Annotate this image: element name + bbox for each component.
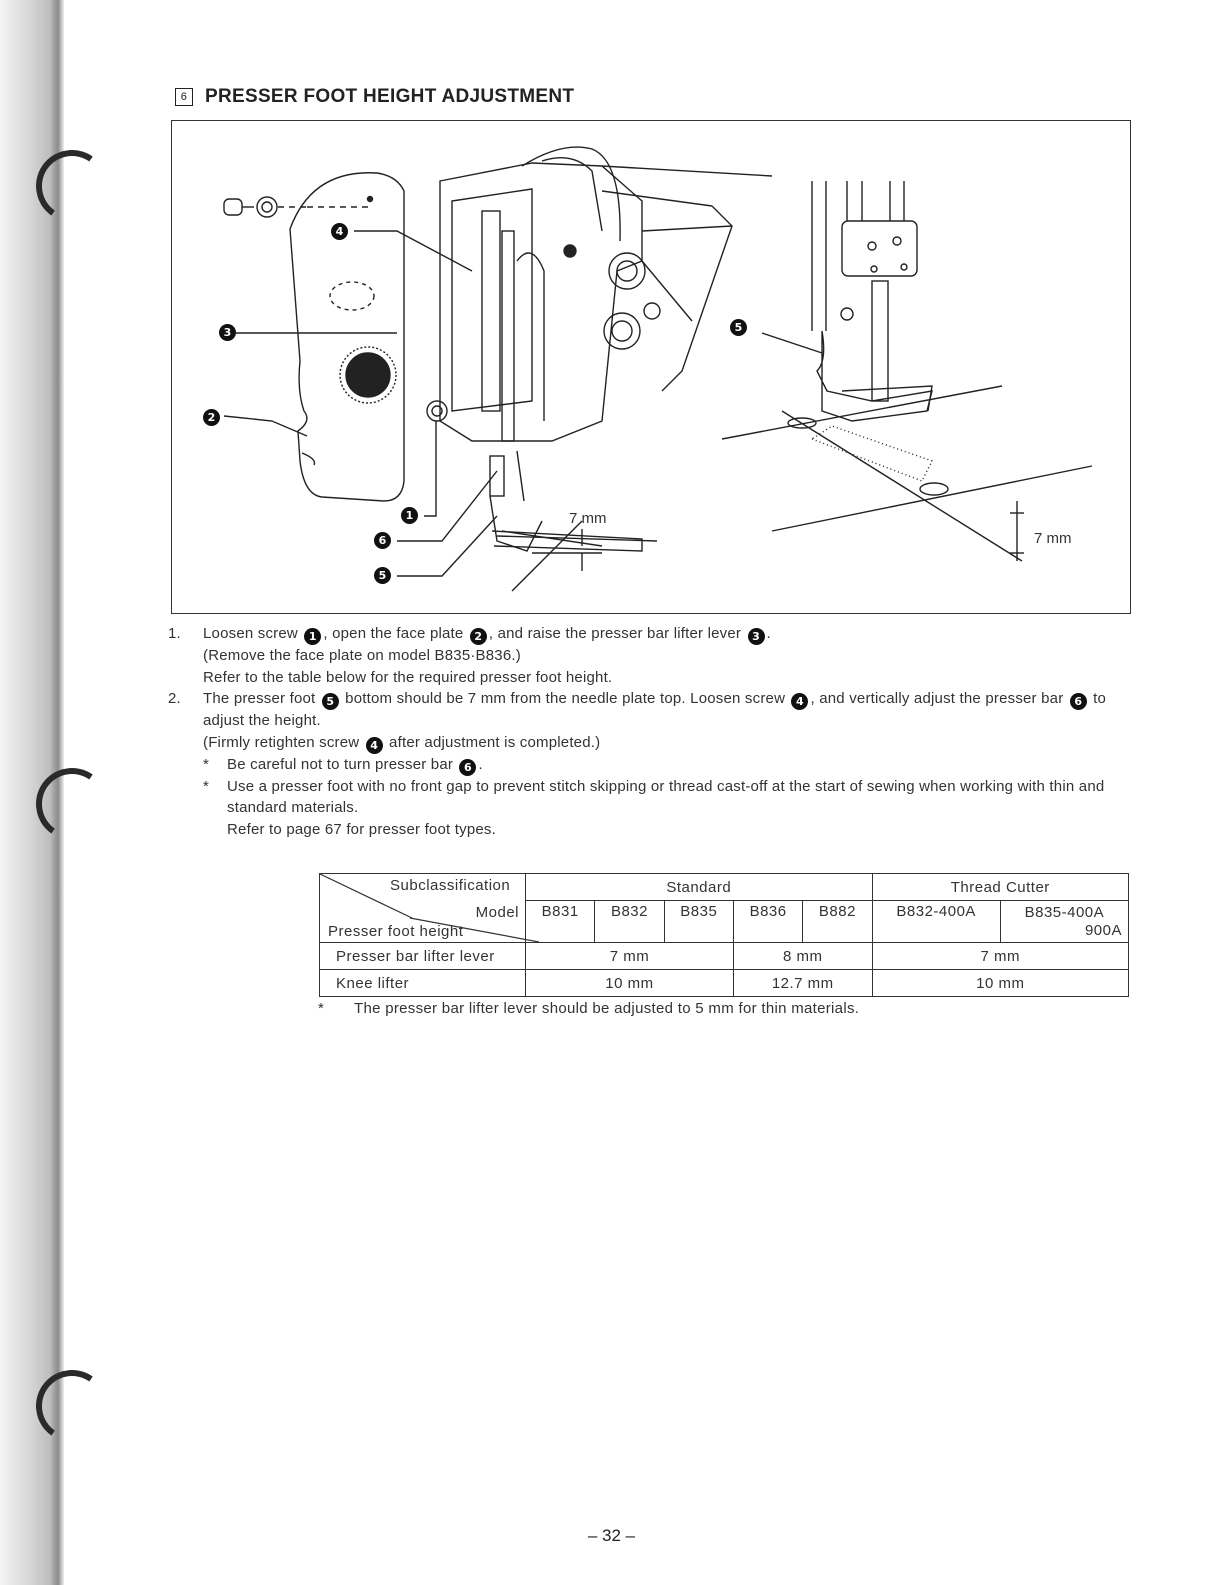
note-text: Be careful not to turn presser bar 6.: [227, 754, 483, 776]
callout-6: 6: [374, 532, 391, 549]
sewing-machine-illustration: [223, 146, 1093, 592]
section-title: PRESSER FOOT HEIGHT ADJUSTMENT: [205, 86, 575, 107]
subclassification-label: Subclassification: [390, 877, 511, 894]
step-line: Loosen screw 1, open the face plate 2, a…: [203, 623, 1133, 645]
height-label: Presser foot height: [328, 923, 464, 940]
model-cell: B831: [524, 900, 596, 943]
text: , open the face plate: [323, 625, 468, 642]
row-label: Knee lifter: [319, 969, 526, 997]
note: * Use a presser foot with no front gap t…: [203, 776, 1133, 819]
callout-1: 1: [401, 507, 418, 524]
text: , and raise the presser bar lifter lever: [488, 625, 746, 642]
step-line: Refer to the table below for the require…: [203, 668, 613, 686]
presser-foot-closeup: [721, 181, 1093, 562]
section-heading: 6 PRESSER FOOT HEIGHT ADJUSTMENT: [175, 86, 574, 108]
note-star: *: [318, 1000, 325, 1017]
binding-strip: [0, 0, 114, 1585]
value-cell: 7 mm: [871, 942, 1130, 970]
value-cell: 12.7 mm: [732, 969, 873, 997]
value-cell: 10 mm: [871, 969, 1130, 997]
group-standard: Standard: [525, 872, 873, 902]
face-plate-illustration: [289, 172, 405, 502]
step-2: 2. The presser foot 5 bottom should be 7…: [168, 688, 1133, 840]
model-subtext: 900A: [1084, 921, 1122, 939]
callout-6: 6: [459, 758, 477, 776]
text: , and vertically adjust the presser bar: [810, 690, 1068, 707]
model-cell: B832: [594, 900, 665, 943]
step-line: (Remove the face plate on model B835·B83…: [203, 647, 521, 664]
note-extra: Refer to page 67 for presser foot types.: [227, 820, 496, 838]
machine-head-illustration: [426, 146, 773, 592]
text: .: [766, 625, 771, 642]
text: after adjustment is completed.): [384, 733, 601, 751]
callout-2: 2: [469, 628, 487, 645]
model-cell: B882: [802, 900, 873, 943]
text: Be careful not to turn presser bar: [227, 755, 458, 773]
screw-illustration: [223, 196, 370, 218]
callout-6: 6: [1069, 693, 1087, 710]
dimension-label-right: 7 mm: [1034, 530, 1072, 547]
callout-4: 4: [331, 223, 348, 240]
model-cell: B835: [663, 900, 734, 943]
figure-illustration: 4 3 2 1 6 5 5 7 mm 7 mm: [171, 120, 1131, 614]
callout-3: 3: [747, 628, 765, 645]
value-cell: 10 mm: [525, 969, 734, 997]
callout-4: 4: [791, 693, 809, 710]
text: The presser foot: [203, 690, 320, 707]
step-line: The presser foot 5 bottom should be 7 mm…: [203, 688, 1133, 732]
text: bottom should be 7 mm from the needle pl…: [340, 690, 790, 707]
instructions: 1. Loosen screw 1, open the face plate 2…: [168, 623, 1133, 840]
callout-2: 2: [203, 409, 220, 426]
note-star: *: [203, 777, 210, 795]
binding-hole: [30, 144, 114, 228]
model-cell: B832-400A: [871, 900, 1001, 943]
section-number: 6: [175, 88, 193, 106]
callout-5: 5: [321, 693, 339, 710]
page-number: – 32 –: [587, 1526, 636, 1545]
text: to adjust the height.: [203, 690, 1107, 729]
note-text: Use a presser foot with no front gap to …: [227, 777, 1105, 817]
table-note: * The presser bar lifter lever should be …: [318, 1000, 859, 1017]
callout-4: 4: [365, 736, 383, 754]
note-text: The presser bar lifter lever should be a…: [354, 1000, 860, 1017]
model-cell: B836: [732, 900, 804, 943]
binding-hole: [30, 1364, 114, 1448]
note: * Be careful not to turn presser bar 6.: [203, 754, 1133, 776]
row-label: Presser bar lifter lever: [319, 942, 526, 970]
presser-foot-height-table: Subclassification Model Presser foot hei…: [319, 872, 1130, 997]
binding-hole: [30, 762, 114, 846]
dimension-left: [501, 529, 603, 571]
step-line: (Firmly retighten screw 4 after adjustme…: [203, 732, 1133, 754]
dimension-label-left: 7 mm: [569, 510, 607, 527]
text: (Firmly retighten screw: [203, 733, 364, 751]
callout-5: 5: [374, 567, 391, 584]
group-thread-cutter: Thread Cutter: [871, 872, 1130, 902]
value-cell: 8 mm: [732, 942, 873, 970]
step-number: 1.: [168, 625, 181, 642]
step-1: 1. Loosen screw 1, open the face plate 2…: [168, 623, 1133, 688]
model-cell: B835-400A 900A: [999, 900, 1130, 943]
model-label: Model: [475, 904, 519, 921]
model-text: B835-400A: [1024, 903, 1105, 921]
step-number: 2.: [168, 690, 181, 707]
text: Loosen screw: [203, 625, 303, 642]
callout-3: 3: [219, 324, 236, 341]
callout-1: 1: [304, 628, 322, 645]
callout-leaders: [223, 230, 498, 577]
header-corner-cell: Subclassification Model Presser foot hei…: [319, 873, 539, 943]
callout-5-closeup: 5: [730, 319, 747, 336]
diagonal-lines: [320, 874, 539, 942]
value-cell: 7 mm: [525, 942, 734, 970]
note-star: *: [203, 755, 210, 773]
text: .: [478, 755, 483, 773]
